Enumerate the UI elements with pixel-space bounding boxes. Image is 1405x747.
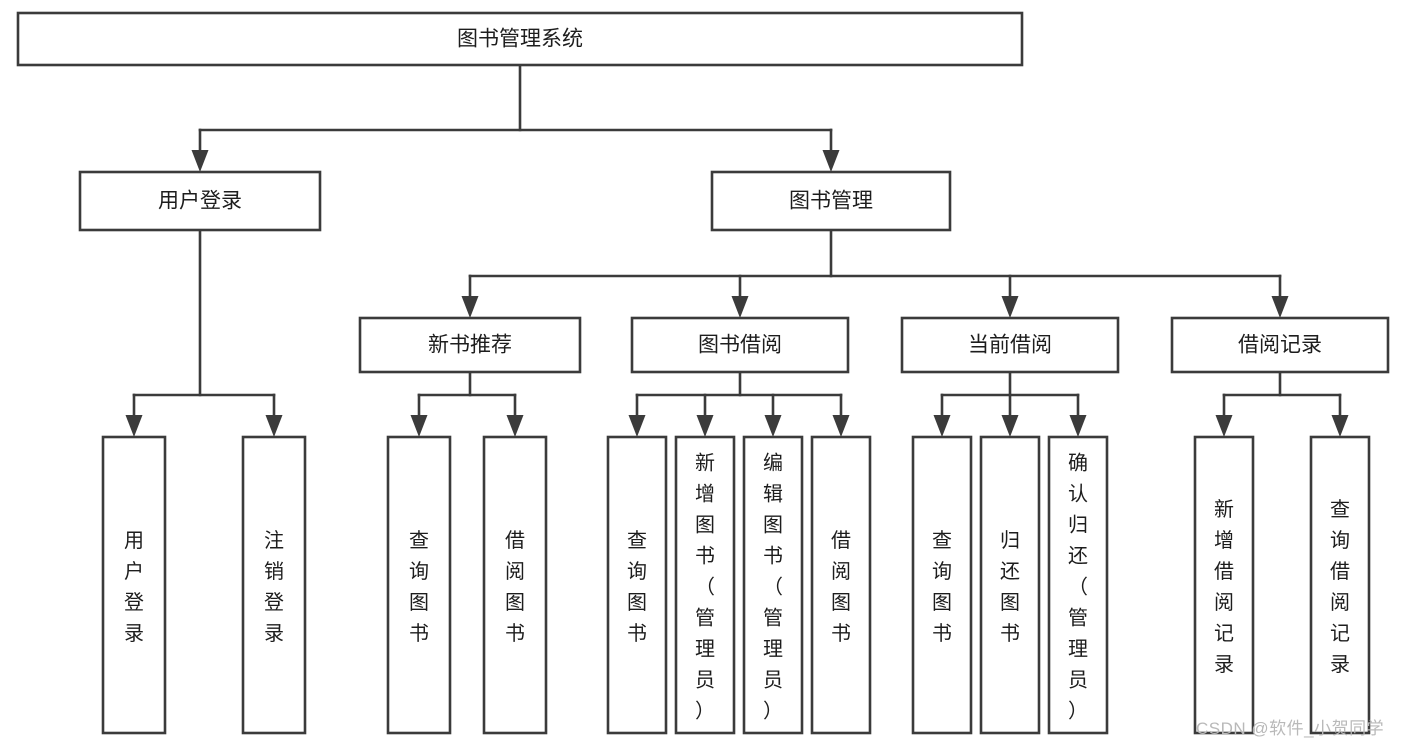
node-leaf-query-book-cb[interactable]: 查询图书 <box>911 435 973 735</box>
node-leaf-edit-book[interactable]: 编辑图书（管理员） <box>742 435 804 735</box>
node-label: 查询图书 <box>932 529 952 645</box>
node-leaf-query-record[interactable]: 查询借阅记录 <box>1309 435 1371 735</box>
node-leaf-user-login[interactable]: 用户登录 <box>101 435 167 735</box>
node-box <box>810 435 872 735</box>
node-label: 借阅图书 <box>831 529 851 645</box>
arrow-head <box>1331 415 1349 437</box>
node-book-borrow[interactable]: 图书借阅 <box>630 316 850 374</box>
node-leaf-query-book-rec[interactable]: 查询图书 <box>386 435 452 735</box>
arrow-head <box>410 415 428 437</box>
node-label: 确认归还（管理员） <box>1068 452 1088 723</box>
node-label: 图书管理 <box>789 190 873 213</box>
node-leaf-borrow-book-br[interactable]: 借阅图书 <box>810 435 872 735</box>
node-label: 借阅图书 <box>505 529 525 645</box>
node-leaf-return-book[interactable]: 归还图书 <box>979 435 1041 735</box>
node-new-book-rec[interactable]: 新书推荐 <box>358 316 582 374</box>
node-box <box>16 11 1024 67</box>
arrow-head <box>832 415 850 437</box>
arrow-head <box>1215 415 1233 437</box>
node-label: 编辑图书（管理员） <box>763 452 783 723</box>
arrow-head <box>265 415 283 437</box>
node-label: 借阅记录 <box>1238 334 1322 357</box>
node-current-borrow[interactable]: 当前借阅 <box>900 316 1120 374</box>
arrow-head <box>506 415 524 437</box>
node-box <box>900 316 1120 374</box>
node-box <box>1170 316 1390 374</box>
node-label: 新增图书（管理员） <box>695 452 715 723</box>
node-box <box>386 435 452 735</box>
node-box <box>630 316 850 374</box>
connector-layer <box>125 63 1349 437</box>
arrow-head <box>628 415 646 437</box>
node-user-login[interactable]: 用户登录 <box>78 170 322 232</box>
node-layer: 图书管理系统用户登录图书管理新书推荐图书借阅当前借阅借阅记录用户登录注销登录查询… <box>16 11 1390 735</box>
node-label: 新增借阅记录 <box>1214 498 1234 676</box>
arrow-head <box>125 415 143 437</box>
node-box <box>606 435 668 735</box>
node-label: 图书管理系统 <box>457 28 583 51</box>
arrow-head <box>1069 415 1087 437</box>
arrow-head <box>1001 415 1019 437</box>
arrow-head <box>1271 296 1289 318</box>
arrow-head <box>191 150 209 172</box>
arrow-head <box>1001 296 1019 318</box>
node-box <box>979 435 1041 735</box>
node-box <box>482 435 548 735</box>
node-label: 新书推荐 <box>428 334 512 357</box>
node-label: 归还图书 <box>1000 529 1020 645</box>
node-box <box>1193 435 1255 735</box>
node-label: 用户登录 <box>158 190 242 213</box>
node-box <box>241 435 307 735</box>
node-box <box>358 316 582 374</box>
node-box <box>78 170 322 232</box>
node-leaf-logout[interactable]: 注销登录 <box>241 435 307 735</box>
arrow-head <box>822 150 840 172</box>
node-box <box>674 435 736 735</box>
node-leaf-add-record[interactable]: 新增借阅记录 <box>1193 435 1255 735</box>
node-label: 注销登录 <box>264 529 284 645</box>
node-box <box>911 435 973 735</box>
node-label: 查询图书 <box>627 529 647 645</box>
node-box <box>1309 435 1371 735</box>
arrow-head <box>764 415 782 437</box>
node-borrow-record[interactable]: 借阅记录 <box>1170 316 1390 374</box>
node-book-manage[interactable]: 图书管理 <box>710 170 952 232</box>
arrow-head <box>696 415 714 437</box>
node-leaf-borrow-book-rec[interactable]: 借阅图书 <box>482 435 548 735</box>
node-label: 用户登录 <box>124 530 144 645</box>
node-label: 当前借阅 <box>968 334 1052 357</box>
node-leaf-query-book-br[interactable]: 查询图书 <box>606 435 668 735</box>
node-root[interactable]: 图书管理系统 <box>16 11 1024 67</box>
node-box <box>1047 435 1109 735</box>
arrow-head <box>731 296 749 318</box>
arrow-head <box>933 415 951 437</box>
node-box <box>710 170 952 232</box>
node-leaf-confirm-return[interactable]: 确认归还（管理员） <box>1047 435 1109 735</box>
node-box <box>742 435 804 735</box>
node-label: 查询图书 <box>409 529 429 645</box>
node-label: 图书借阅 <box>698 334 782 357</box>
node-label: 查询借阅记录 <box>1330 498 1350 676</box>
arrow-head <box>461 296 479 318</box>
node-leaf-add-book[interactable]: 新增图书（管理员） <box>674 435 736 735</box>
node-box <box>101 435 167 735</box>
